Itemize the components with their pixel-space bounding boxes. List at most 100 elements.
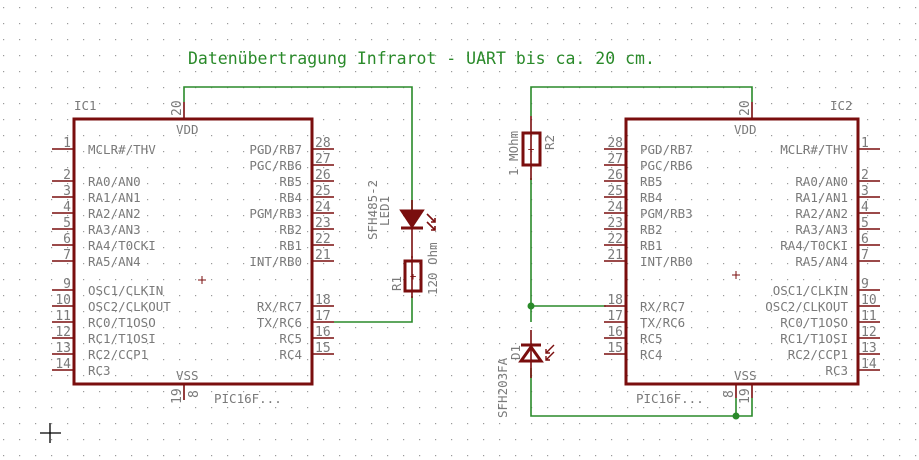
pin-label: PGC/RB6 [640, 158, 693, 173]
ic2-pin[interactable]: 4 RA2/AN2 [795, 200, 880, 221]
pin-number: 27 [607, 152, 623, 167]
d1-triangle-icon [518, 344, 544, 363]
ic1-body[interactable] [72, 117, 314, 386]
wire-ic1-vdd-to-led[interactable] [183, 86, 413, 212]
pin-label: PGD/RB7 [249, 142, 302, 157]
pin-number: 1 [861, 136, 869, 151]
r2-body[interactable] [521, 131, 542, 167]
r1-component[interactable]: + R1 120 Ohm [389, 242, 440, 298]
pin-number: 22 [607, 232, 623, 247]
ic1-name: IC1 [74, 98, 97, 113]
pin-number: 6 [861, 232, 869, 247]
pin-label: RC5 [279, 331, 302, 346]
r1-body[interactable] [403, 259, 423, 293]
pin-number: 2 [861, 168, 869, 183]
pin-number: 23 [315, 216, 331, 231]
pin-label: RC1/T1OSI [88, 331, 156, 346]
pin-number: 17 [315, 309, 331, 324]
ic2-body[interactable] [624, 117, 860, 386]
pin-number: 10 [861, 293, 877, 308]
pin-label: RC4 [640, 347, 663, 362]
pin-number: 4 [861, 200, 869, 215]
d1-value: SFH203FA [495, 357, 510, 418]
ic1-value: PIC16F... [214, 391, 282, 406]
junction-dot [732, 412, 740, 420]
wire-r1-to-ic1-tx[interactable] [334, 296, 413, 323]
pin-number: 22 [315, 232, 331, 247]
led1-value: SFH485-2 [365, 180, 380, 240]
plus-icon: + [528, 143, 535, 156]
pin-number: 5 [63, 216, 71, 231]
ic1-vss-pin-num: 19 [170, 388, 185, 404]
pin-label: RA5/AN4 [88, 254, 141, 269]
pin-number: 23 [607, 216, 623, 231]
d1-component[interactable]: D1 SFH203FA [495, 330, 555, 418]
pin-label: RA2/AN2 [795, 206, 848, 221]
ic2-pin[interactable]: 27 PGC/RB6 [604, 152, 693, 173]
r2-value: 1 MOhm [506, 131, 521, 176]
pin-label: INT/RB0 [249, 254, 302, 269]
led1-component[interactable]: LED1 SFH485-2 [365, 180, 436, 258]
wire-ic2-vdd-to-r2[interactable] [530, 86, 753, 116]
pin-label: RA5/AN4 [795, 254, 848, 269]
r1-value: 120 Ohm [425, 242, 440, 295]
ic1-vdd-label: VDD [176, 122, 199, 137]
wires [183, 86, 753, 420]
wire-d1-to-ic2-vss[interactable] [530, 368, 753, 417]
ic2-vdd-label: VDD [734, 122, 757, 137]
r2-component[interactable]: + 1 MOhm R2 [506, 116, 557, 180]
pin-label: RB4 [640, 190, 663, 205]
